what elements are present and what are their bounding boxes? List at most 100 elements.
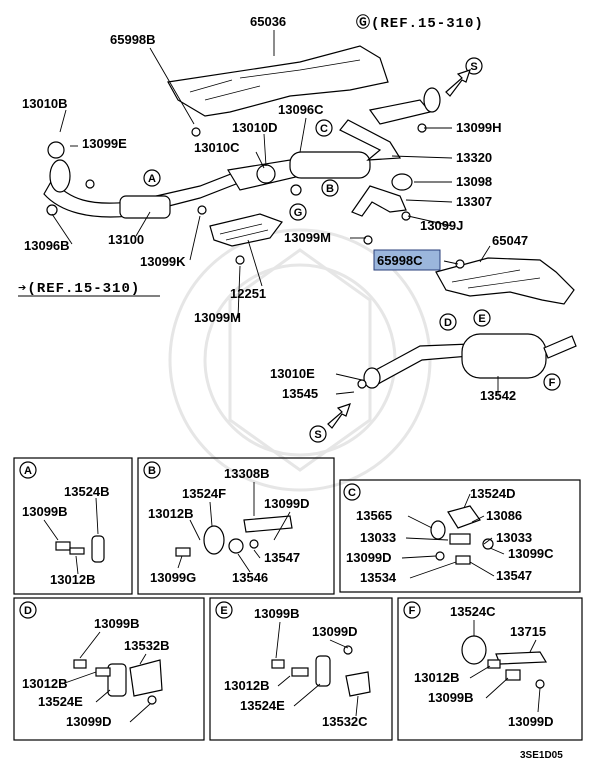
detail-box-c: C 13524D 13565 13086 13033 13033 13099C … (339, 479, 581, 593)
part-number-label: S (314, 429, 321, 441)
part-number-label: 13547 (496, 568, 532, 583)
label-13099e: 13099E (82, 136, 127, 151)
label-65047: 65047 (492, 233, 528, 248)
part-number-label: 13099B (94, 616, 140, 631)
label-13320: 13320 (456, 150, 492, 165)
muffler-13542 (363, 333, 577, 389)
label-13096b: 13096B (24, 238, 70, 253)
detail-box-a: A 13524B 13099B 13012B (13, 457, 133, 595)
label-13096c: 13096C (278, 102, 324, 117)
center-pipe-13010c (227, 151, 371, 196)
part-number-label: 13099G (150, 570, 196, 585)
callout-s-top: S (445, 57, 483, 97)
ref-g-15-310: Ⓖ(REF.15-310) (356, 14, 484, 32)
label-13099m-b: 13099M (194, 310, 241, 325)
leader-lines (51, 30, 499, 395)
part-number-label: 13099B (428, 690, 474, 705)
bracket-13307 (351, 173, 413, 217)
callout-e: E (473, 309, 491, 327)
part-number-label: 13099D (312, 624, 358, 639)
part-number-label: 13099D (508, 714, 554, 729)
part-number-label: 13715 (510, 624, 546, 639)
part-number-label: 13012B (224, 678, 270, 693)
part-number-label: 13546 (232, 570, 268, 585)
part-number-label: F (549, 377, 556, 389)
label-13099k: 13099K (140, 254, 186, 269)
callout-b: B (321, 179, 339, 197)
part-number-label: 13547 (264, 550, 300, 565)
part-number-label: 13012B (22, 676, 68, 691)
label-13010d: 13010D (232, 120, 278, 135)
part-number-label: 13099B (22, 504, 68, 519)
part-number-label: D (24, 605, 32, 617)
detail-box-f: F 13524C 13715 13012B 13099B 13099D (397, 597, 583, 741)
part-number-label: A (148, 173, 156, 185)
part-number-label: 13033 (360, 530, 396, 545)
callout-c: C (315, 119, 333, 137)
label-13010b: 13010B (22, 96, 68, 111)
label-13307: 13307 (456, 194, 492, 209)
label-65998c: 65998C (377, 253, 423, 268)
detail-box-d: D 13099B 13532B 13012B 13524E 13099D (13, 597, 205, 741)
callout-s-bottom: S (309, 403, 351, 443)
heat-shield-65036 (167, 45, 389, 117)
ref-left-15-310: ➔(REF.15-310) (18, 281, 140, 297)
detail-box-e: E 13099B 13099D 13012B 13524E 13532C (209, 597, 393, 741)
part-number-label: 13099D (346, 550, 392, 565)
label-12251: 12251 (230, 286, 266, 301)
label-13010e: 13010E (270, 366, 315, 381)
part-number-label: 13012B (148, 506, 194, 521)
part-number-label: A (24, 465, 32, 477)
part-number-label: E (220, 605, 227, 617)
label-13010c: 13010C (194, 140, 240, 155)
heat-shield-65047 (435, 257, 575, 305)
label-13098: 13098 (456, 174, 492, 189)
label-13545: 13545 (282, 386, 318, 401)
label-13099h: 13099H (456, 120, 502, 135)
label-13099j: 13099J (420, 218, 463, 233)
part-number-label: 13033 (496, 530, 532, 545)
part-number-label: 13524F (182, 486, 226, 501)
footer-code: 3SE1D05 (520, 750, 563, 761)
callout-f: F (543, 373, 561, 391)
part-number-label: 13524D (470, 486, 516, 501)
part-number-label: 13012B (50, 572, 96, 587)
heat-shield-12251 (209, 213, 283, 247)
tail-pipe-13320 (339, 87, 441, 161)
part-number-label: 13524C (450, 604, 496, 619)
part-number-label: C (348, 487, 356, 499)
highlight-65998c (373, 249, 441, 271)
part-number-label: 13099D (264, 496, 310, 511)
part-number-label: F (409, 605, 416, 617)
part-number-label: 13532B (124, 638, 170, 653)
label-65036: 65036 (250, 14, 286, 29)
callout-a: A (143, 169, 161, 187)
part-number-label: B (148, 465, 156, 477)
part-number-label: 13099C (508, 546, 554, 561)
part-number-label: D (444, 317, 452, 329)
part-number-label: S (470, 61, 477, 73)
callout-g: G (289, 203, 307, 221)
label-13542: 13542 (480, 388, 516, 403)
label-13100: 13100 (108, 232, 144, 247)
part-number-label: E (478, 313, 485, 325)
part-number-label: 13524E (38, 694, 83, 709)
part-number-label: 13308B (224, 466, 270, 481)
part-number-label: B (326, 183, 334, 195)
front-pipe-13100 (43, 141, 237, 219)
label-65998b: 65998B (110, 32, 156, 47)
detail-box-b: B 13308B 13524F 13099D 13012B 13547 1309… (137, 457, 335, 595)
part-number-label: 13099B (254, 606, 300, 621)
part-number-label: C (320, 123, 328, 135)
part-number-label: 13524E (240, 698, 285, 713)
part-number-label: 13532C (322, 714, 368, 729)
part-number-label: 13012B (414, 670, 460, 685)
label-13099m-a: 13099M (284, 230, 331, 245)
part-number-label: 13565 (356, 508, 392, 523)
part-number-label: G (294, 207, 303, 219)
part-number-label: 13534 (360, 570, 397, 585)
part-number-label: 13086 (486, 508, 522, 523)
part-number-label: 13524B (64, 484, 110, 499)
part-number-label: 13099D (66, 714, 112, 729)
